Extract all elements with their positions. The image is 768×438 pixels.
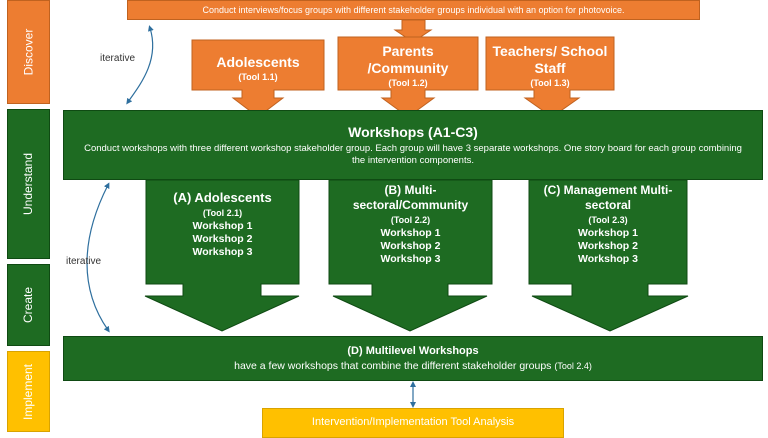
workshop-group-c-item: Workshop 1 — [578, 227, 638, 239]
workshop-group-a-item: Workshop 1 — [192, 220, 253, 232]
phase-implement: Implement — [7, 351, 50, 432]
workshop-callout-b-shape — [328, 179, 493, 332]
workshop-group-c-item: Workshop 2 — [578, 240, 638, 252]
phase-understand: Understand — [7, 109, 50, 259]
phase-create: Create — [7, 264, 50, 346]
discover-group-parents-tool: (Tool 1.2) — [388, 77, 428, 88]
multilevel-description: have a few workshops that combine the di… — [234, 360, 552, 372]
workshops-title: Workshops (A1-C3) — [348, 123, 478, 140]
discover-group-adolescents: Adolescents (Tool 1.1) — [192, 48, 324, 88]
workshop-group-b-tool: (Tool 2.2) — [390, 215, 431, 225]
discover-callout-teachers-shape — [485, 36, 615, 118]
iterative-connector-understand-create — [86, 182, 110, 333]
workshop-callout-a-shape — [144, 179, 300, 332]
workshop-group-c: (C) Management Multi-sectoral (Tool 2.3)… — [529, 183, 687, 283]
implementation-box: Intervention/Implementation Tool Analysi… — [262, 408, 564, 438]
iterative-label-top: iterative — [100, 53, 136, 64]
workshops-description: Conduct workshops with three different w… — [84, 142, 742, 166]
discover-group-teachers: Teachers/ School Staff (Tool 1.3) — [486, 40, 614, 90]
workshop-group-a: (A) Adolescents (Tool 2.1) Workshop 1 Wo… — [146, 190, 299, 274]
iterative-connector-discover-understand — [126, 25, 154, 105]
discover-group-parents: Parents /Community (Tool 1.2) — [338, 40, 478, 90]
implementation-text: Intervention/Implementation Tool Analysi… — [311, 416, 515, 428]
workshop-group-c-tool: (Tool 2.3) — [588, 215, 628, 225]
workshop-group-a-item: Workshop 2 — [192, 233, 253, 245]
workshop-group-c-title: (C) Management Multi-sectoral — [543, 183, 673, 212]
interviews-text: Conduct interviews/focus groups with dif… — [202, 5, 625, 15]
discover-group-teachers-title: Teachers/ School Staff — [492, 42, 608, 76]
discover-callout-parents-shape — [337, 36, 479, 118]
discover-group-adolescents-tool: (Tool 1.1) — [238, 72, 278, 82]
workshop-group-b-item: Workshop 2 — [380, 240, 441, 252]
workshop-group-b-item: Workshop 1 — [380, 227, 441, 239]
workshop-group-b: (B) Multi-sectoral/Community (Tool 2.2) … — [329, 183, 492, 283]
workshop-group-a-tool: (Tool 2.1) — [202, 208, 243, 218]
discover-group-teachers-tool: (Tool 1.3) — [530, 77, 570, 88]
multilevel-title: (D) Multilevel Workshops — [347, 345, 479, 357]
workshop-group-a-item: Workshop 3 — [192, 246, 253, 258]
discover-callout-adolescents-shape — [191, 39, 325, 118]
iterative-label-middle: iterative — [66, 256, 102, 267]
multilevel-box: (D) Multilevel Workshops have a few work… — [63, 336, 763, 381]
phase-discover: Discover — [7, 0, 50, 104]
discover-group-adolescents-title: Adolescents — [216, 54, 300, 70]
discover-group-parents-title: Parents /Community — [367, 42, 449, 76]
workshop-group-a-title: (A) Adolescents — [173, 190, 272, 205]
workshop-group-c-item: Workshop 3 — [578, 253, 638, 265]
workshop-group-b-item: Workshop 3 — [380, 253, 441, 265]
workshop-callout-c-shape — [528, 179, 689, 332]
workshop-group-b-title: (B) Multi-sectoral/Community — [352, 183, 469, 212]
top-box-arrow — [393, 19, 433, 43]
multilevel-tool: (Tool 2.4) — [554, 361, 592, 371]
workshops-box: Workshops (A1-C3) Conduct workshops with… — [63, 110, 763, 180]
